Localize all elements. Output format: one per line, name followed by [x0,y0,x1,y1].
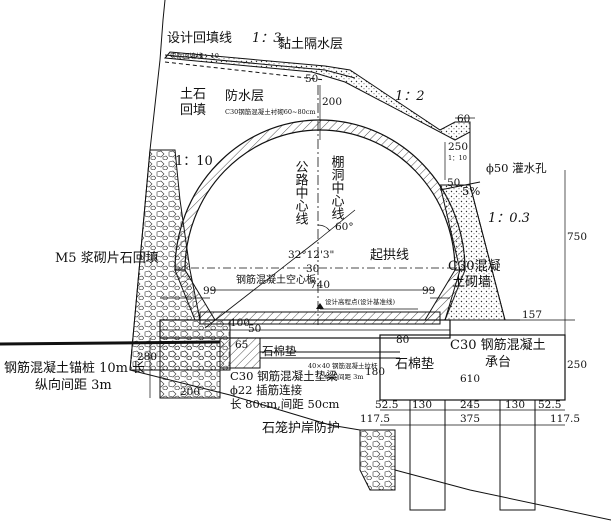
clay-layer [164,51,471,141]
rebar-connect-label: ϕ22 插筋连接 [230,383,303,397]
right-small-slope-label: 1：10 [448,154,467,162]
anchor-pile-label-1: 钢筋混凝土锚桩 10m 长 [4,360,145,376]
dim-130-right: 130 [505,399,525,411]
dim-100: 100 [230,317,250,329]
elev-triangle [316,303,324,309]
transverse-beam-label-2: 纵向间距 3m [325,372,363,381]
right-wall-slope-label: 1：0.3 [488,211,530,226]
dim-50-mid: 50 [447,177,460,189]
dim-50-bot: 50 [248,323,261,335]
right-slope-top-label: 1：2 [395,89,425,104]
c30-cap-label-2: 承台 [485,355,511,370]
anchor-pile-label-2: 纵向间距 3m [35,377,112,393]
dim-200-bot: 200 [180,386,200,398]
gabion-protection [359,429,396,491]
dim-80: 80 [396,334,409,346]
hollow-slab-label: 钢筋混凝土空心板 [236,273,316,286]
dimension-lines [149,85,575,426]
bank-line [129,369,361,431]
dimension-texts: 50 200 60 250 50 750 60° 32°12'3" 30 740… [137,73,587,425]
dim-200: 200 [322,96,342,108]
drain-hole-label: ϕ50 灌水孔 [486,161,547,175]
dim-30: 30 [306,263,319,275]
arch-lining [174,119,466,271]
c30-wall-label-1: C30混凝 [448,258,501,274]
angle-arc [317,224,331,232]
actual-backfill-line [164,61,326,81]
dim-157: 157 [522,309,542,321]
dim-280: 280 [137,351,157,363]
dim-52-5-right: 52.5 [538,399,561,411]
radius-60 [317,209,356,241]
m5-backfill-label: M5 浆砌片石回填 [55,251,159,266]
springing-line-label: 起拱线 [370,248,409,263]
dim-180: 180 [365,366,385,378]
drain-pipe [439,181,481,191]
c30-lining-label: C30钢筋混凝土衬砌60~80cm [225,107,316,116]
pile-right [499,399,536,511]
dim-740: 740 [310,279,330,291]
gabion-label: 石笼护岸防护 [262,420,340,436]
c30-wall-label-2: 土砌墙 [452,275,491,290]
design-elev-label: 设计高程点(设计基准线) [325,297,396,306]
dim-50-top: 50 [305,73,318,85]
dim-60: 60 [457,113,470,125]
dim-65: 65 [235,339,248,351]
c30-cushion-beam-label: C30 钢筋混凝土垫梁 [230,369,338,383]
design-backfill-line-label: 设计回填线 [167,31,232,46]
earth-rock-label-1: 土石 [180,87,206,102]
dim-250-right: 250 [567,359,587,371]
dim-130-left: 130 [412,399,432,411]
actual-backfill-slope-label: 1：10 [200,52,219,60]
dim-99-right: 99 [422,285,435,297]
design-backfill-slope-label: 1：3 [252,31,282,46]
clay-layer-label: 黏土隔水层 [278,36,343,52]
left-cushion-beam [219,337,261,369]
shed-center-label: 棚洞中心线 [329,155,345,220]
dim-117-5-right: 117.5 [550,413,580,425]
dim-32deg: 32°12'3" [288,249,334,261]
waterproof-label: 防水层 [225,88,264,104]
actual-backfill-label: 实际回填线 [170,51,203,60]
hollow-slab [199,311,441,325]
base-slab [159,319,451,339]
dim-245: 245 [460,399,480,411]
bank-line-2 [394,469,611,521]
dim-117-5-left: 117.5 [360,413,390,425]
earth-rock-label-2: 回填 [180,103,206,118]
dim-610: 610 [460,373,480,385]
asbestos-pad-left-label: 石棉垫 [262,344,297,358]
rebar-spacing-label: 长 80cm,间距 50cm [230,397,340,411]
asbestos-pad-right-label: 石棉垫 [395,356,434,372]
drain-grade-label: 5% [462,184,480,198]
dim-375: 375 [460,413,480,425]
transverse-beam-label-1: 40×40 钢筋混凝土拉杆 [308,361,378,370]
dim-52-5-left: 52.5 [375,399,398,411]
left-slope-label: 1：10 [175,154,213,169]
anchor-pile [0,340,221,346]
dim-750: 750 [567,231,587,243]
dim-99-left: 99 [203,285,216,297]
c30-cap-label-1: C30 钢筋混凝土 [450,337,546,353]
dim-60deg: 60° [335,221,354,233]
text-labels: 设计回填线 1：3 黏土隔水层 实际回填线 1：10 土石 回填 防水层 C30… [4,31,547,436]
pile-left [409,399,446,511]
dim-250: 250 [448,141,468,153]
highway-center-label: 公路中心线 [293,160,309,225]
